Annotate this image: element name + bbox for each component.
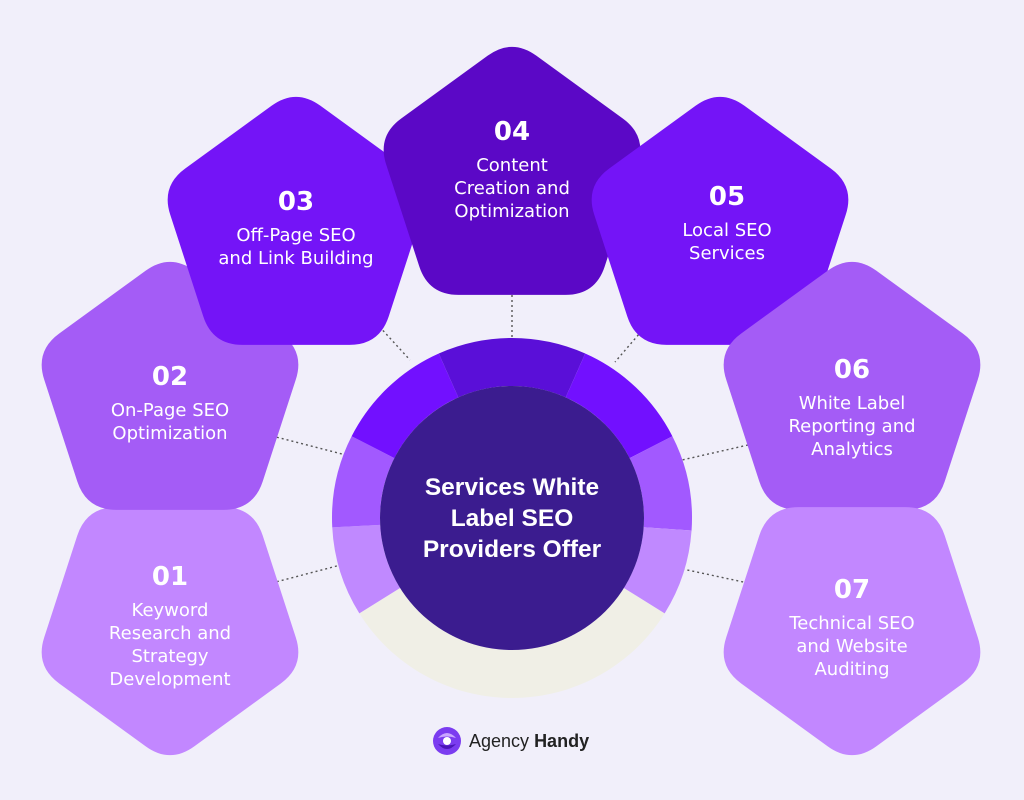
service-number: 07 (834, 575, 870, 605)
pentagon-shape (591, 96, 849, 345)
service-label-line: Content (476, 155, 548, 176)
service-label-line: Technical SEO (788, 613, 914, 634)
service-label-line: White Label (799, 393, 906, 414)
service-label-line: Optimization (112, 423, 227, 444)
logo-brand-bold: Handy (534, 730, 590, 751)
service-number: 02 (152, 362, 188, 392)
ring-segment-3 (351, 353, 459, 459)
service-label-line: Off-Page SEO (236, 225, 355, 246)
service-label-line: Development (109, 669, 230, 690)
service-number: 05 (709, 182, 745, 212)
pentagon-shape (383, 46, 641, 295)
service-label-line: Keyword (132, 600, 209, 621)
logo-wordmark: Agency Handy (469, 731, 589, 752)
service-label-line: Reporting and (788, 416, 915, 437)
service-label-line: On-Page SEO (111, 400, 229, 421)
pentagon-shape (41, 507, 299, 756)
ring-segment-5 (565, 353, 673, 459)
connector-line-07 (677, 567, 749, 584)
ring-segment-1 (332, 524, 401, 614)
service-number: 06 (834, 355, 870, 385)
service-label-line: Analytics (811, 439, 893, 460)
connector-line-02 (271, 435, 347, 456)
service-label-line: Research and (109, 623, 231, 644)
ring-segment-4 (438, 338, 586, 398)
service-label-line: Auditing (814, 659, 889, 680)
logo-brand-regular: Agency (469, 730, 530, 751)
connector-line-01 (271, 561, 353, 584)
center-title-line: Providers Offer (423, 536, 602, 563)
service-number: 01 (152, 562, 188, 592)
service-number: 03 (278, 187, 314, 217)
ring-segment-7 (623, 527, 692, 614)
connector-line-06 (681, 444, 749, 461)
pentagon-shape (723, 507, 981, 756)
service-label-line: and Website (796, 636, 907, 657)
ring-segment-6 (629, 436, 692, 531)
service-label-line: Local SEO (682, 220, 771, 241)
agency-handy-logo-icon (433, 727, 461, 755)
service-label-line: Optimization (454, 201, 569, 222)
service-label-line: and Link Building (218, 248, 373, 269)
center-circle (380, 386, 644, 650)
pentagon-shape (723, 261, 981, 510)
service-number: 04 (494, 117, 530, 147)
center-title-line: Label SEO (451, 505, 574, 532)
service-label-line: Services (689, 243, 765, 264)
center-title-line: Services White (425, 474, 599, 501)
pentagon-shape (167, 96, 425, 345)
service-label-line: Creation and (454, 178, 570, 199)
ring-segment-2 (331, 436, 395, 528)
agency-handy-logo: Agency Handy (432, 724, 589, 758)
service-label-line: Strategy (131, 646, 208, 667)
ring-segment-empty (359, 587, 665, 698)
center-ring (331, 338, 692, 698)
